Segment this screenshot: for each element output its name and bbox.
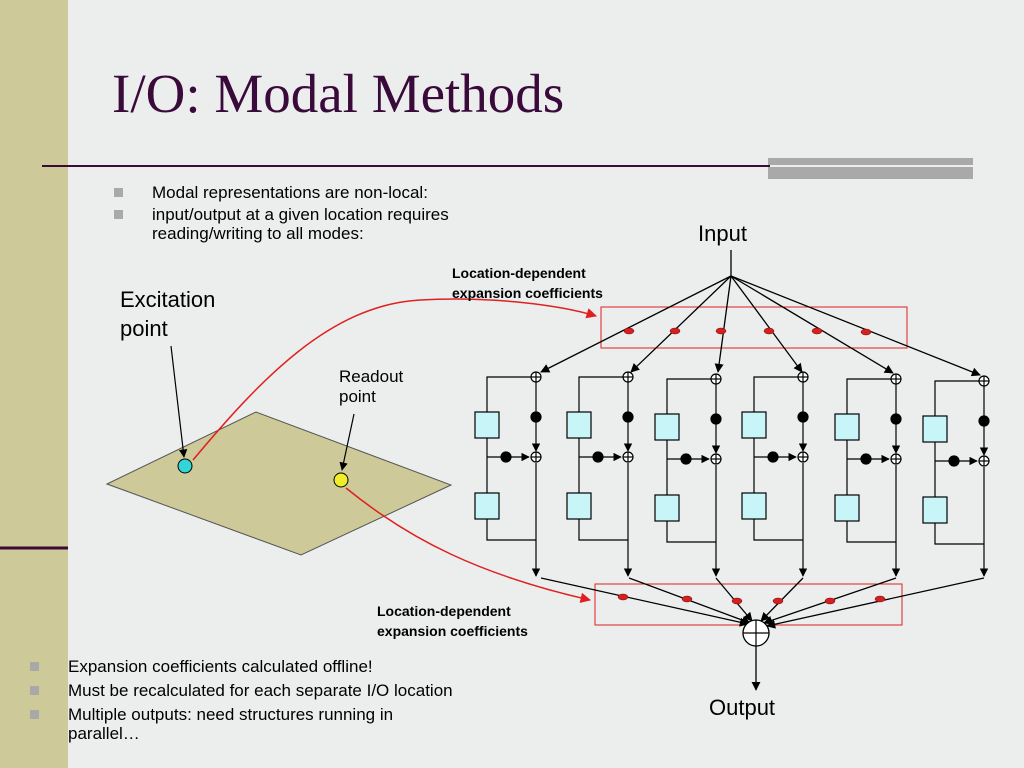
readout-pointer-arrow <box>339 413 355 471</box>
input-label: Input <box>698 221 747 246</box>
sidebar-decoration <box>0 0 68 768</box>
bottom-bullet-list: Expansion coefficients calculated offlin… <box>30 657 550 748</box>
input-fan <box>540 250 981 377</box>
top-bullet-list: Modal representations are non-local: inp… <box>114 183 534 246</box>
slide-title: I/O: Modal Methods <box>112 63 565 124</box>
excitation-curve-arrow <box>192 298 598 461</box>
resonator-unit <box>834 373 902 577</box>
top-coefficient-dots <box>623 327 872 336</box>
bullet-item: Multiple outputs: need structures runnin… <box>30 705 468 743</box>
title-divider <box>0 158 973 550</box>
readout-point-label: Readout point <box>339 367 404 406</box>
resonator-unit <box>741 371 809 577</box>
resonator-bank <box>474 371 990 577</box>
readout-point-dot <box>333 472 349 488</box>
resonator-unit <box>474 371 542 577</box>
resonator-unit <box>566 371 634 577</box>
bottom-coefficients-label: Location-dependent expansion coefficient… <box>377 603 528 639</box>
readout-curve-arrow <box>345 487 592 604</box>
bullet-item: input/output at a given location require… <box>114 205 534 243</box>
plate-shape <box>105 411 453 556</box>
resonator-unit <box>922 375 990 577</box>
top-coefficients-label: Location-dependent expansion coefficient… <box>452 265 603 301</box>
bottom-coefficient-box <box>594 583 903 626</box>
output-label: Output <box>709 695 776 720</box>
excitation-point-label: Excitation point <box>120 287 216 341</box>
output-summing-junction <box>742 619 770 647</box>
bullet-item: Expansion coefficients calculated offlin… <box>30 657 550 676</box>
bottom-coefficient-dots <box>617 593 886 605</box>
resonator-unit <box>654 373 722 577</box>
excitation-point-dot <box>177 458 193 474</box>
excitation-pointer-arrow <box>170 345 188 458</box>
bullet-item: Must be recalculated for each separate I… <box>30 681 550 700</box>
bullet-item: Modal representations are non-local: <box>114 183 534 202</box>
